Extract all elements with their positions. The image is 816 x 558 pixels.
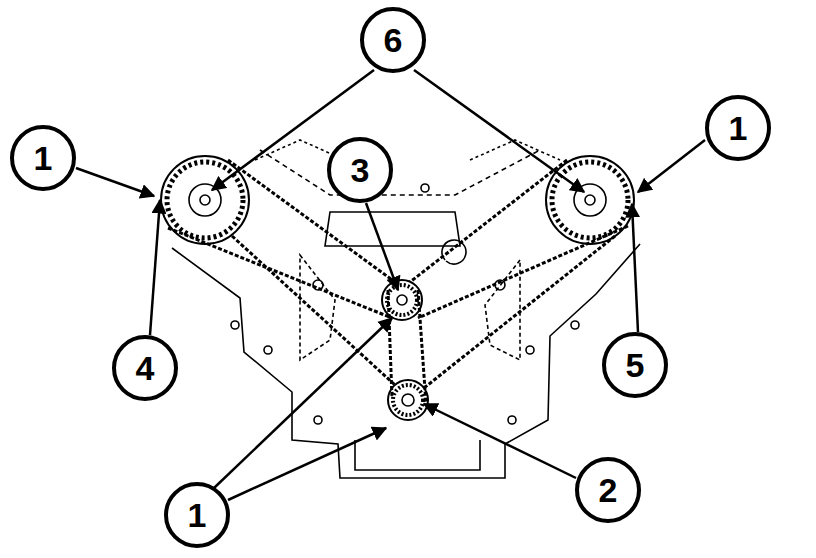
callout-number: 5 (626, 348, 645, 382)
callout-circle: 1 (10, 125, 76, 191)
callout-circle: 4 (112, 335, 178, 401)
callout-number: 1 (188, 498, 207, 532)
leader-arrows (76, 70, 705, 500)
callout-number: 6 (384, 23, 403, 57)
callout-circle: 2 (575, 457, 641, 523)
callout-number: 3 (351, 153, 370, 187)
callout-number: 1 (729, 111, 748, 145)
callout-number: 1 (34, 141, 53, 175)
callout-circle: 5 (602, 332, 668, 398)
timing-chains (168, 160, 628, 404)
sprockets (161, 156, 634, 420)
callout-number: 2 (599, 473, 618, 507)
callout-circle: 6 (360, 7, 426, 73)
callout-circle: 3 (327, 137, 393, 203)
callout-number: 4 (136, 351, 155, 385)
callout-circle: 1 (164, 482, 230, 548)
callout-circle: 1 (705, 95, 771, 161)
